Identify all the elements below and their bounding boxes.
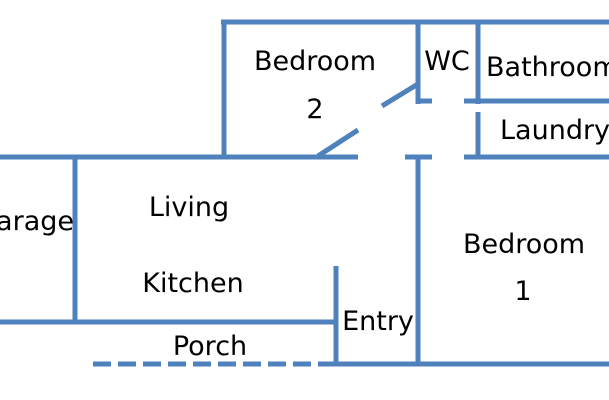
bedroom2-label: Bedroom xyxy=(254,46,376,77)
porch-label: Porch xyxy=(173,331,247,362)
bedroom2-door xyxy=(316,127,360,159)
laundry-label: Laundry xyxy=(500,115,609,146)
bathroom-label: Bathroom xyxy=(486,52,609,83)
room-labels: Bedroom 2 WC Bathroom Laundry Garage Liv… xyxy=(0,46,609,362)
bedroom1-label: Bedroom xyxy=(463,229,585,260)
walls xyxy=(0,19,609,367)
entry-label: Entry xyxy=(342,306,414,337)
kitchen-label: Kitchen xyxy=(142,268,243,299)
garage-label: Garage xyxy=(0,206,74,237)
bedroom2-number: 2 xyxy=(306,94,323,125)
wc-door xyxy=(380,81,420,109)
bedroom1-number: 1 xyxy=(514,276,531,307)
living-label: Living xyxy=(149,192,229,223)
wc-label: WC xyxy=(424,46,470,77)
